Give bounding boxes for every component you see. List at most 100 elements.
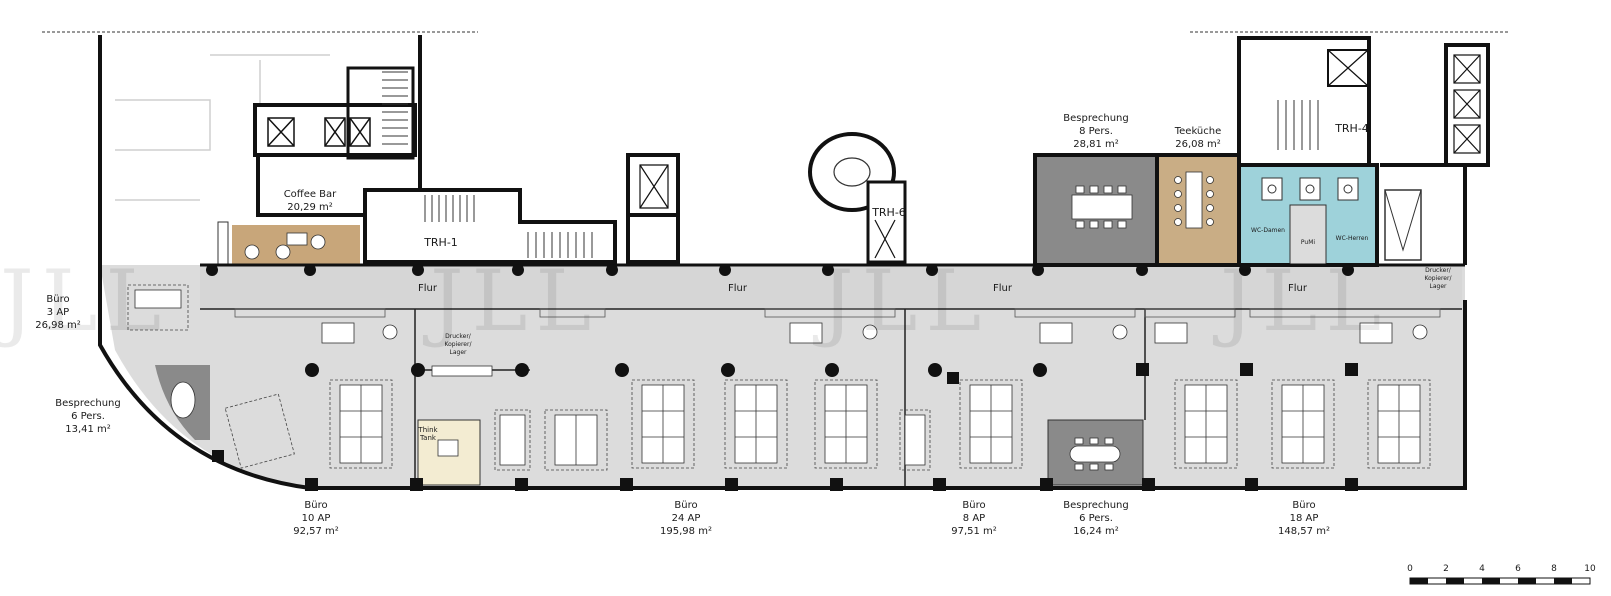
lounge-seating (321, 322, 1428, 377)
think-tank-label-2: Tank (419, 434, 437, 442)
trh-6-room (866, 180, 907, 264)
elevator-trh-4-b (1444, 43, 1490, 167)
scale-bar: 0 2 4 6 8 10 (1407, 564, 1596, 585)
storage-racks (234, 308, 1441, 318)
think-tank-label-1: Think (417, 426, 438, 434)
right-core-wall (1380, 163, 1467, 265)
desk-cluster-1 (329, 379, 393, 469)
meeting-8-table (1071, 185, 1133, 229)
meeting-6-right-area: 16,24 m² (1073, 526, 1119, 537)
coffee-counter (217, 221, 229, 265)
corridor-label-1: Flur (418, 283, 438, 294)
office-3ap-area: 26,98 m² (35, 320, 81, 331)
printer-room-right-label-1: Drucker/ (1425, 267, 1452, 274)
printer-room-right-label-2: Kopierer/ (1425, 275, 1453, 282)
trh-4-core (1237, 36, 1371, 167)
desk-cluster-12 (1367, 379, 1431, 469)
tea-kitchen-table (1174, 171, 1214, 229)
meeting-6-left-capacity: 6 Pers. (71, 411, 105, 422)
trh-1-label: TRH-1 (423, 236, 458, 249)
trh-6-shaft-icon (874, 219, 896, 259)
shaft-right (1384, 189, 1422, 261)
meeting-6-left-table (170, 381, 196, 419)
office-10ap-capacity: 10 AP (302, 513, 331, 524)
trh-1-stairs (424, 195, 593, 258)
outer-wall (98, 265, 1467, 490)
desk-cluster-2 (224, 393, 295, 469)
elevator-middle-icon (639, 164, 669, 209)
meeting-6-right-capacity: 6 Pers. (1079, 513, 1113, 524)
office-3ap-name: Büro (46, 294, 69, 305)
trh-4-label: TRH-4 (1334, 122, 1369, 135)
wc-herren-label: WC-Herren (1336, 235, 1369, 242)
office-8ap-capacity: 8 AP (963, 513, 985, 524)
coffee-tables (244, 232, 326, 260)
coffee-bar-name: Coffee Bar (284, 189, 337, 200)
desk-cluster-8 (899, 409, 931, 471)
desk-cluster-11 (1271, 379, 1335, 469)
corridor-label-3: Flur (993, 283, 1013, 294)
desk-clusters (127, 284, 1431, 471)
watermark-4: JLL (1212, 252, 1389, 350)
meeting-6-right-name: Besprechung (1063, 500, 1128, 511)
watermark-3: JLL (812, 252, 989, 350)
office-18ap-area: 148,57 m² (1278, 526, 1330, 537)
desk-cluster-9 (959, 379, 1023, 469)
scale-tick-6: 6 (1515, 564, 1521, 574)
desk-cluster-7 (814, 379, 878, 469)
office-10ap-name: Büro (304, 500, 327, 511)
desk-cluster-10 (1174, 379, 1238, 469)
printer-room-right-label-3: Lager (1430, 283, 1448, 290)
elevator-trh-4-b-icons (1453, 54, 1481, 154)
columns (206, 264, 1358, 491)
desk-cluster-5 (631, 379, 695, 469)
watermark-1: JLL (0, 252, 169, 350)
trh-6-spiral-core (833, 157, 871, 187)
elevator-trh-4-a (1327, 49, 1369, 87)
office-10ap-area: 92,57 m² (293, 526, 339, 537)
wc-fixtures (1261, 177, 1359, 201)
desk-cluster-buero-3 (127, 284, 189, 331)
meeting-8-name: Besprechung (1063, 113, 1128, 124)
shaft-right-icon (1384, 189, 1422, 252)
watermark-2: JLL (422, 252, 599, 350)
printer-room-label-2: Kopierer/ (445, 341, 473, 348)
corridor-label-2: Flur (728, 283, 748, 294)
desk-cluster-4 (544, 409, 608, 471)
printer-room-label-1: Drucker/ (445, 333, 472, 340)
elevator-lobby (626, 215, 680, 264)
scale-tick-8: 8 (1551, 564, 1557, 574)
meeting-8-area: 28,81 m² (1073, 139, 1119, 150)
desk-cluster-3 (494, 409, 531, 471)
office-8ap-name: Büro (962, 500, 985, 511)
stair-steps-upper-left (382, 71, 408, 145)
elevator-trh-4-a-icon (1327, 49, 1369, 87)
printer-room-label-3: Lager (450, 349, 468, 356)
desk-cluster-6 (724, 379, 788, 469)
trh-6-label: TRH-6 (871, 206, 906, 219)
meeting-6-right-table (1069, 437, 1121, 471)
scale-tick-10: 10 (1584, 564, 1596, 574)
tea-kitchen-area: 26,08 m² (1175, 139, 1221, 150)
cleaning-room-label: PuMi (1301, 239, 1315, 246)
tea-kitchen-name: Teeküche (1174, 126, 1222, 137)
trh-4-stairs (1277, 100, 1319, 150)
stair-upper-left (346, 66, 415, 160)
office-24ap-capacity: 24 AP (672, 513, 701, 524)
meeting-6-left-name: Besprechung (55, 398, 120, 409)
elevator-icons-left (267, 117, 371, 147)
meeting-6-left-area: 13,41 m² (65, 424, 111, 435)
think-tank-table (437, 439, 459, 457)
office-18ap-capacity: 18 AP (1290, 513, 1319, 524)
office-8ap-area: 97,51 m² (951, 526, 997, 537)
wc-damen-label: WC-Damen (1251, 227, 1285, 234)
office-3ap-capacity: 3 AP (47, 307, 69, 318)
office-18ap-name: Büro (1292, 500, 1315, 511)
scale-tick-0: 0 (1407, 564, 1413, 574)
office-24ap-area: 195,98 m² (660, 526, 712, 537)
coffee-bar-area: 20,29 m² (287, 202, 333, 213)
office-24ap-name: Büro (674, 500, 697, 511)
corridor-label-4: Flur (1288, 283, 1308, 294)
scale-tick-4: 4 (1479, 564, 1485, 574)
